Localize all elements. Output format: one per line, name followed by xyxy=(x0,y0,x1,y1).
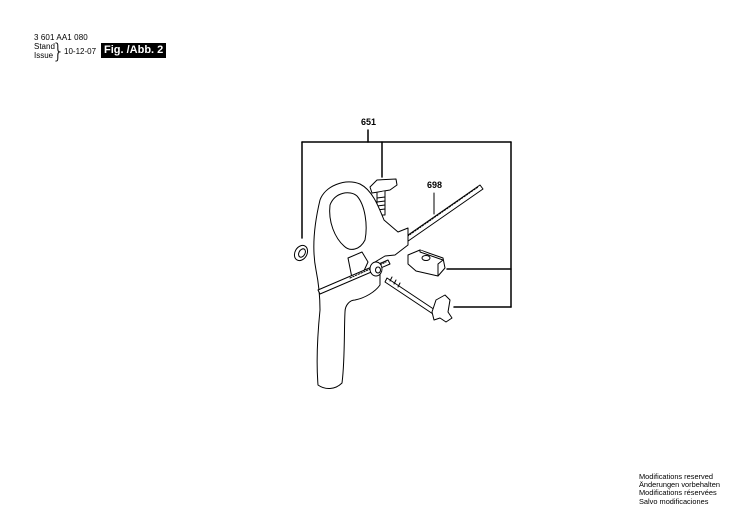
notice-es: Salvo modificaciones xyxy=(639,496,709,506)
depth-stop-rod-icon xyxy=(397,184,484,247)
nut-icon xyxy=(293,244,309,262)
issue-label: Issue xyxy=(34,50,54,60)
stand-label: Stand xyxy=(34,42,55,51)
callout-651: 651 xyxy=(361,117,377,127)
stand-issue-label: Stand Issue xyxy=(34,42,55,60)
leader-lines-651 xyxy=(301,129,512,308)
notice-en: Modifications reserved xyxy=(639,472,713,481)
clamp-block-icon xyxy=(407,249,446,277)
part-number: 3 601 AA1 080 xyxy=(34,33,88,42)
callout-698: 698 xyxy=(427,180,443,190)
figure-badge: Fig. /Abb. 2 xyxy=(101,43,167,58)
auxiliary-handle-icon xyxy=(313,181,409,389)
issue-date: 10-12-07 xyxy=(64,47,97,56)
locking-screw-icon xyxy=(384,276,453,323)
notice-de: Änderungen vorbehalten xyxy=(639,480,720,490)
knob-icon xyxy=(369,261,383,277)
modifications-notice: Modifications reserved Änderungen vorbeh… xyxy=(639,472,720,506)
brace-icon: } xyxy=(52,39,65,63)
notice-fr: Modifications réservées xyxy=(639,488,717,498)
